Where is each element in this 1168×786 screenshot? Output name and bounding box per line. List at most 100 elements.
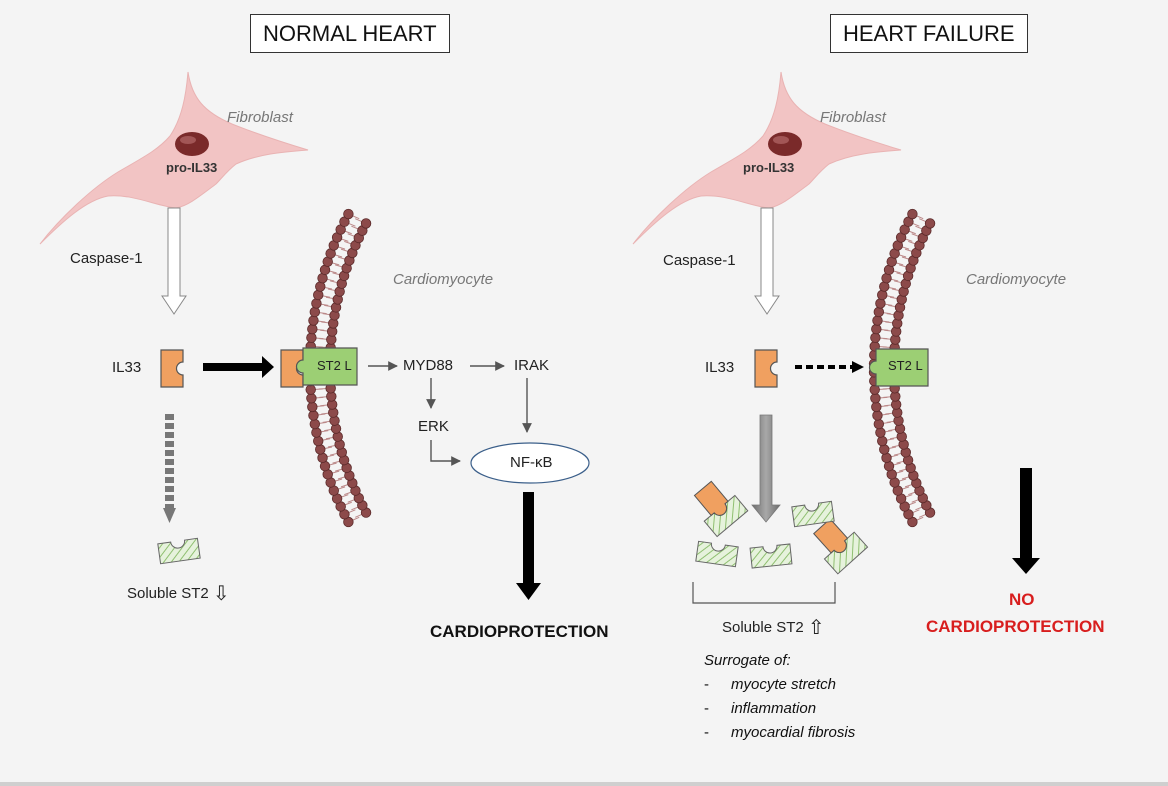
no-cardioprotection-arrow (1012, 468, 1040, 574)
normal-st2l-label: ST2 L (317, 358, 352, 373)
lipid-head (872, 410, 883, 421)
dash-segment (165, 423, 174, 429)
bottom-divider (0, 782, 1168, 786)
failure-cardiomyocyte-label: Cardiomyocyte (966, 271, 1067, 288)
normal-soluble-st2-label: Soluble ST2 ⇩ (127, 584, 230, 604)
nucleus (768, 132, 802, 156)
arrow-up-icon: ⇧ (807, 617, 825, 639)
cardioprotection-label: CARDIOPROTECTION (430, 622, 609, 641)
dash-segment (165, 495, 174, 501)
binding-arrow (203, 356, 274, 378)
normal-heart-title: NORMAL HEART (250, 14, 450, 53)
st2l-receptor (295, 347, 358, 386)
normal-fibroblast-label: Fibroblast (227, 109, 293, 126)
failure-fibroblast (632, 71, 902, 245)
lipid-head (311, 427, 322, 438)
lipid-head (305, 384, 316, 395)
nucleus-highlight (773, 136, 789, 144)
soluble-st2 (749, 543, 793, 569)
lipid-head (308, 410, 319, 421)
dash-segment (165, 459, 174, 465)
st2l-receptor (868, 348, 929, 387)
lipid-head (313, 289, 324, 301)
lipid-head (872, 315, 883, 326)
sst2-il33-complex (813, 518, 869, 575)
lipid-head (311, 298, 322, 309)
lipid-head (877, 289, 888, 301)
normal-soluble-st2-text: Soluble ST2 (127, 585, 209, 602)
cluster-bracket (692, 582, 836, 604)
dash-head (163, 508, 176, 523)
lipid-head (871, 401, 882, 413)
lipid-head (307, 401, 318, 413)
soluble-st2 (157, 537, 201, 565)
lipid-head (343, 208, 354, 220)
lipid-head (307, 323, 318, 335)
normal-caspase-label: Caspase-1 (70, 250, 143, 267)
lipid-head (907, 208, 918, 220)
surrogate-title: Surrogate of: (704, 652, 791, 669)
lipid-head (870, 332, 881, 343)
lipid-head (306, 393, 317, 404)
lipid-head (309, 418, 321, 430)
soluble-st2 (695, 540, 739, 568)
il33-ligand (754, 349, 778, 388)
surrogate-items: - myocyte stretch - inflammation -myocardial… (704, 673, 855, 745)
lipid-head (308, 315, 319, 326)
list-dash: - (704, 700, 709, 717)
lipid-head (875, 427, 886, 438)
caspase-arrow (161, 207, 187, 315)
sst2-release-arrow (751, 414, 781, 523)
dash-segment (165, 504, 174, 510)
il33-ligand (813, 518, 849, 554)
lipid-head (360, 218, 372, 229)
failure-st2l-label: ST2 L (888, 358, 923, 373)
list-dash: - (704, 676, 709, 693)
surrogate-list: Surrogate of: - myocyte stretch - inflammat… (704, 653, 855, 745)
lipid-head (309, 306, 321, 318)
arrow-down-icon: ⇩ (212, 583, 230, 605)
il33-ligand (693, 480, 729, 517)
nucleus-highlight (180, 136, 196, 144)
il33-ligand (160, 349, 184, 388)
lipid-head (924, 218, 936, 229)
lipid-head (873, 418, 885, 430)
irak-label: IRAK (514, 357, 550, 374)
normal-cardiomyocyte-label: Cardiomyocyte (393, 271, 494, 288)
dash-segment (165, 468, 174, 474)
dash-segment (165, 477, 174, 483)
surrogate-item-text: myocardial fibrosis (731, 724, 856, 741)
no-label: NO (1009, 590, 1035, 609)
caspase-arrow (754, 207, 780, 315)
weak-binding-arrow-head (852, 361, 864, 373)
normal-il33-label: IL33 (112, 359, 142, 376)
lipid-head (875, 298, 886, 309)
no-cardioprotection-label: CARDIOPROTECTION (926, 617, 1105, 636)
erk-to-nfkb-arrow (430, 440, 461, 466)
heart-failure-title: HEART FAILURE (830, 14, 1028, 53)
fibroblast-cell-body (39, 71, 309, 245)
surrogate-item: -myocardial fibrosis (704, 721, 855, 745)
dash-segment (165, 486, 174, 492)
cardioprotection-arrow (516, 492, 541, 600)
sst2-il33-complex (693, 480, 749, 538)
failure-fibroblast-label: Fibroblast (820, 109, 886, 126)
soluble-st2 (791, 500, 835, 528)
dash-segment (165, 441, 174, 447)
failure-pro-il33-label: pro-IL33 (743, 160, 795, 175)
nfkb-ellipse (470, 442, 590, 484)
surrogate-item-text: inflammation (731, 700, 817, 717)
lipid-head (315, 444, 326, 455)
erk-label: ERK (418, 418, 449, 435)
fibroblast-cell-body (632, 71, 902, 245)
lipid-head (871, 323, 882, 335)
dash-segment (165, 432, 174, 438)
lipid-head (870, 393, 881, 404)
dash-segment (165, 414, 174, 420)
lipid-head (873, 306, 885, 318)
myd88-label: MYD88 (403, 357, 454, 374)
normal-pro-il33-label: pro-IL33 (166, 160, 218, 175)
surrogate-item-text: myocyte stretch (731, 676, 837, 693)
